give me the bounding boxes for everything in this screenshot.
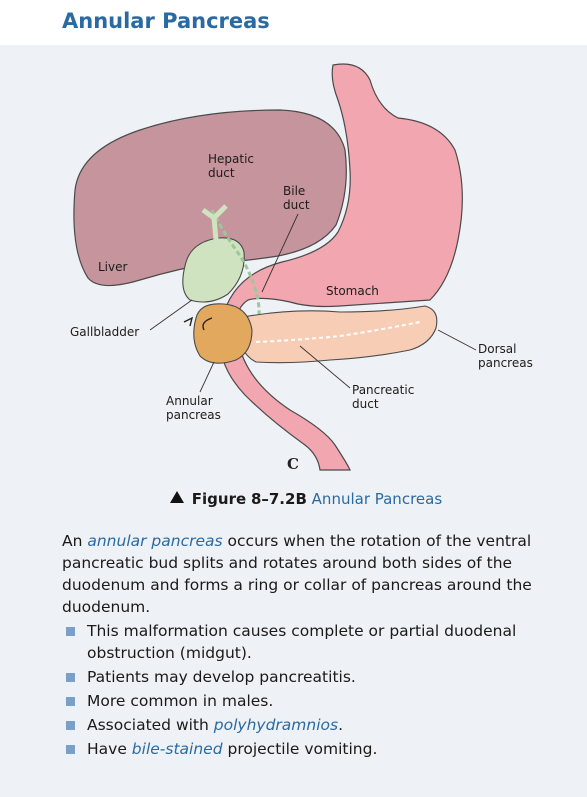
bullet-text-after: . (338, 716, 343, 734)
stomach-label: Stomach (326, 284, 379, 298)
bullet-text: More common in males. (87, 692, 274, 710)
pancreatic-duct-label-line1: Pancreatic (352, 383, 415, 397)
annular-pancreas-label-line1: Annular (166, 394, 213, 408)
bullet-list: This malformation causes complete or par… (62, 620, 552, 762)
bullet-term: bile-stained (131, 740, 223, 758)
hepatic-duct-label-line1: Hepatic (208, 152, 255, 166)
description-paragraph: An annular pancreas occurs when the rota… (62, 530, 532, 618)
bullet-item: More common in males. (62, 690, 552, 712)
pancreatic-duct-path (255, 321, 421, 343)
bile-duct-label-line2: duct (283, 198, 310, 212)
hepatic-duct-branch (201, 204, 228, 241)
triangle-marker-icon (170, 491, 184, 503)
bile-duct-leader (261, 213, 299, 293)
bullet-term: polyhydramnios (213, 716, 339, 734)
gallbladder-leader (149, 299, 193, 331)
paragraph-term: annular pancreas (87, 532, 223, 550)
stomach-shape (219, 63, 463, 471)
panel-letter: C (287, 455, 299, 473)
pancreatic-duct-label: Pancreatic duct (352, 383, 414, 411)
annular-pancreas-shape (193, 303, 253, 364)
paragraph-text-after: occurs when the rotation of the ventral … (62, 532, 532, 616)
liver-shape (73, 109, 347, 287)
rotation-arrow (183, 316, 213, 331)
square-bullet-icon (66, 697, 75, 706)
square-bullet-icon (66, 721, 75, 730)
bullet-text-after: projectile vomiting. (222, 740, 378, 758)
annular-pancreas-leader (199, 361, 215, 393)
bullet-item: This malformation causes complete or par… (62, 620, 552, 664)
figure-label: Figure (191, 490, 247, 508)
annular-pancreas-label-line2: pancreas (166, 408, 221, 422)
bile-duct-path (210, 209, 261, 346)
dorsal-pancreas-leader (437, 329, 477, 351)
bile-duct-label-line1: Bile (283, 184, 306, 198)
pancreatic-duct-leader (299, 345, 351, 389)
bullet-text: Associated with (87, 716, 214, 734)
figure-name: Annular Pancreas (311, 490, 443, 508)
bullet-item: Have bile-stained projectile vomiting. (62, 738, 552, 760)
annular-pancreas-label: Annular pancreas (166, 394, 221, 422)
dorsal-pancreas-label-line2: pancreas (478, 356, 533, 370)
gallbladder-label: Gallbladder (70, 325, 140, 339)
anatomy-illustration (73, 63, 477, 471)
bullet-text: Patients may develop pancreatitis. (87, 668, 356, 686)
square-bullet-icon (66, 627, 75, 636)
dorsal-pancreas-shape (237, 305, 438, 364)
bullet-text: Have (87, 740, 132, 758)
bullet-item: Patients may develop pancreatitis. (62, 666, 552, 688)
square-bullet-icon (66, 745, 75, 754)
pancreatic-duct-label-line2: duct (352, 397, 379, 411)
bile-duct-label: Bile duct (283, 184, 310, 212)
figure-number: 8–7.2B (250, 490, 307, 508)
hepatic-duct-label: Hepatic duct (208, 152, 254, 180)
liver-label: Liver (98, 260, 128, 274)
paragraph-text-before: An (62, 532, 88, 550)
dorsal-pancreas-label: Dorsal pancreas (478, 342, 533, 370)
bullet-item: Associated with polyhydramnios. (62, 714, 552, 736)
page-title: Annular Pancreas (62, 9, 270, 33)
hepatic-duct-label-line2: duct (208, 166, 235, 180)
figure-caption: Figure 8–7.2B Annular Pancreas (170, 490, 442, 508)
bullet-text: This malformation causes complete or par… (87, 622, 517, 662)
dorsal-pancreas-label-line1: Dorsal (478, 342, 517, 356)
square-bullet-icon (66, 673, 75, 682)
